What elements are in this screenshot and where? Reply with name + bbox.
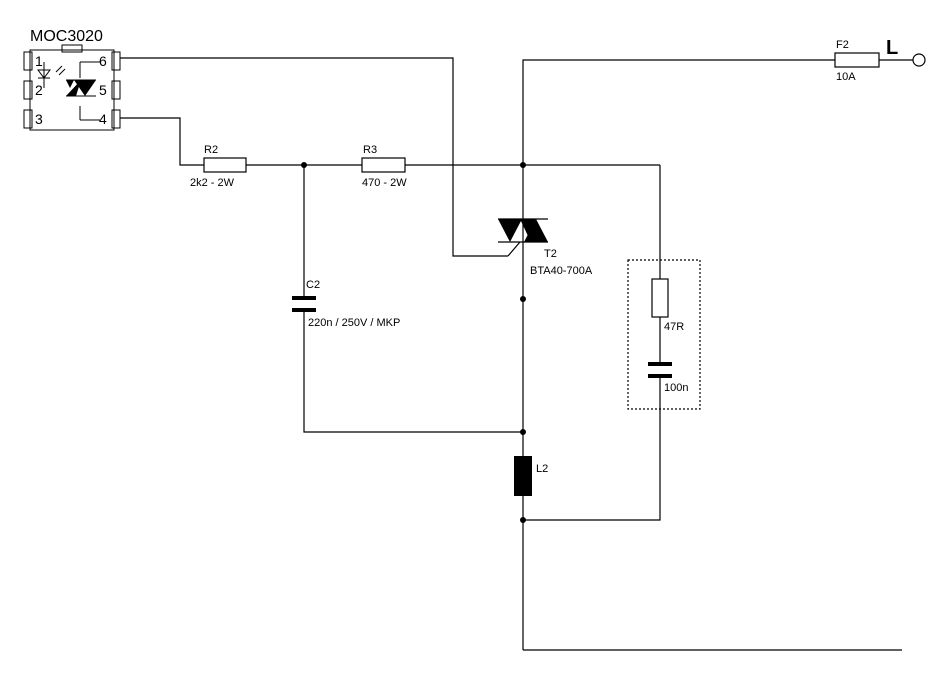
triac-t2: T2 BTA40-700A [498, 218, 593, 277]
junction-dot [520, 429, 526, 435]
c2-ref-label: C2 [306, 279, 320, 291]
snubber-r-label: 47R [664, 321, 684, 333]
r2-value-label: 2k2 - 2W [190, 177, 235, 189]
ic-pin-box [23, 51, 33, 71]
wire-main-vertical [522, 59, 835, 650]
led-icon [37, 62, 66, 88]
triac-arrow-up [524, 219, 548, 242]
line-terminal: L [886, 37, 926, 67]
ic-pin-6: 6 [99, 53, 107, 69]
inductor-icon [514, 456, 532, 496]
resistor-icon [651, 278, 669, 318]
fuse-icon [834, 52, 880, 68]
wire-snubber-bottom [523, 378, 661, 521]
inductor-l2: L2 [514, 456, 548, 496]
wire-gate [120, 57, 508, 257]
triac-fill [520, 219, 536, 236]
junction-dot [301, 162, 307, 168]
t2-value-label: BTA40-700A [530, 265, 593, 277]
snubber-network: 47R 100n [627, 259, 701, 410]
r2-ref-label: R2 [204, 144, 218, 156]
snubber-outline [627, 259, 701, 410]
ic-pin-3: 3 [35, 111, 43, 127]
ic-pin-2: 2 [35, 82, 43, 98]
ic-pin-box [111, 80, 121, 100]
r3-value-label: 470 - 2W [362, 177, 407, 189]
junction-dot [520, 162, 526, 168]
ic-notch [61, 44, 83, 53]
ic-pin-1: 1 [35, 53, 43, 69]
wires [120, 57, 913, 651]
r3-ref-label: R3 [363, 144, 377, 156]
c2-value-label: 220n / 250V / MKP [308, 317, 400, 329]
capacitor-icon [292, 296, 316, 300]
snubber-c-label: 100n [664, 382, 688, 394]
capacitor-icon [648, 362, 672, 366]
terminal-circle-icon [912, 53, 926, 67]
junction-dots [301, 162, 526, 523]
capacitor-plate [648, 374, 672, 378]
line-terminal-label: L [886, 37, 898, 59]
ic-pin-box [23, 109, 33, 129]
ic-pin-box [111, 109, 121, 129]
resistor-icon [361, 157, 406, 173]
ic-body [29, 49, 115, 131]
capacitor-plate [292, 308, 316, 312]
f2-ref-label: F2 [836, 39, 849, 51]
moc3020-optocoupler: MOC3020 1 2 3 4 5 6 [23, 28, 121, 131]
ic-name-label: MOC3020 [30, 28, 103, 45]
resistor-r2: R2 2k2 - 2W [190, 144, 247, 189]
triac-arrow-down [498, 219, 522, 242]
resistor-icon [203, 157, 247, 173]
junction-dot [520, 517, 526, 523]
ic-pin-4: 4 [99, 111, 107, 127]
junction-dot [520, 296, 526, 302]
t2-ref-label: T2 [544, 248, 557, 260]
ic-pin-box [23, 80, 33, 100]
ic-pin-5: 5 [99, 82, 107, 98]
capacitor-c2: C2 220n / 250V / MKP [292, 279, 400, 329]
wire-c2-bottom [303, 312, 523, 433]
opto-triac-icon [66, 61, 100, 121]
f2-value-label: 10A [836, 71, 856, 83]
wire-gate-tail [507, 241, 521, 257]
fuse-f2: F2 10A [834, 39, 880, 83]
wire-pin4-r2 [120, 117, 204, 166]
ic-pin-box [111, 51, 121, 71]
resistor-r3: R3 470 - 2W [361, 144, 407, 189]
l2-ref-label: L2 [536, 463, 548, 475]
